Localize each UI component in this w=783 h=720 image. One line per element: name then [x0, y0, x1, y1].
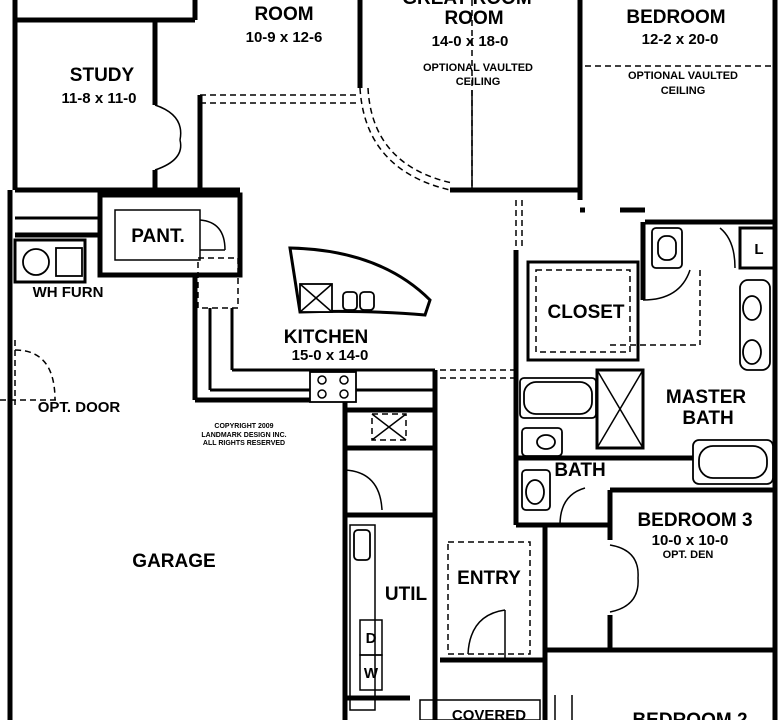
- dryer-label: D: [366, 630, 377, 647]
- exterior-walls: [7, 0, 778, 720]
- bedroom2-label: BEDROOM 2: [632, 710, 747, 720]
- master-bath-name-line2: BATH: [682, 408, 733, 429]
- master-bedroom-note2: CEILING: [661, 85, 706, 97]
- linen-label: L: [754, 241, 763, 258]
- bedroom-3-walls: [542, 487, 775, 720]
- copyright-line2: LANDMARK DESIGN INC.: [201, 432, 286, 439]
- copyright-line3: ALL RIGHTS RESERVED: [203, 440, 285, 447]
- wh-furn-label: WH FURN: [33, 284, 104, 301]
- covered-label: COVERED: [452, 707, 526, 720]
- util-label: UTIL: [385, 584, 428, 605]
- water-heater-furnace: [13, 238, 87, 284]
- great-room-curve: [359, 0, 520, 193]
- bath-label: BATH: [554, 460, 605, 481]
- utility: [345, 524, 438, 720]
- entry: [419, 541, 573, 720]
- bedroom3-name: BEDROOM 3: [637, 510, 752, 531]
- master-bedroom-note1: OPTIONAL VAULTED: [628, 70, 738, 82]
- great-room-dim: 14-0 x 18-0: [432, 33, 509, 50]
- great-room-name-line2: ROOM: [444, 8, 503, 29]
- kitchen-dim: 15-0 x 14-0: [292, 347, 369, 364]
- master-bath-name: MASTER: [666, 387, 747, 408]
- master-suite: [513, 222, 777, 525]
- copyright-line1: COPYRIGHT 2009: [214, 423, 273, 430]
- room-labels: ROOM 10-9 x 12-6 GREAT ROOM ROOM 14-0 x …: [33, 0, 764, 720]
- closet-label: CLOSET: [547, 302, 624, 323]
- kitchen-name: KITCHEN: [284, 327, 368, 348]
- bedroom3-note: OPT. DEN: [663, 549, 714, 561]
- room-name: ROOM: [254, 4, 313, 25]
- master-bedroom-dim: 12-2 x 20-0: [642, 31, 719, 48]
- bedroom3-dim: 10-0 x 10-0: [652, 532, 729, 549]
- master-bedroom-name: BEDROOM: [626, 7, 725, 28]
- garage-label: GARAGE: [132, 551, 215, 572]
- study-name: STUDY: [70, 65, 135, 86]
- room-dim: 10-9 x 12-6: [246, 29, 323, 46]
- washer-label: W: [364, 665, 379, 682]
- great-room-note1: OPTIONAL VAULTED: [423, 62, 533, 74]
- pantry-label: PANT.: [131, 226, 184, 247]
- study-dim: 11-8 x 11-0: [61, 90, 136, 107]
- great-room-name: GREAT ROOM: [402, 0, 531, 9]
- entry-label: ENTRY: [457, 568, 521, 589]
- great-room-note2: CEILING: [456, 76, 501, 88]
- hall-bath: [516, 427, 610, 528]
- opt-door-label: OPT. DOOR: [38, 399, 121, 416]
- kitchen: [197, 246, 515, 525]
- study-door: [154, 104, 182, 171]
